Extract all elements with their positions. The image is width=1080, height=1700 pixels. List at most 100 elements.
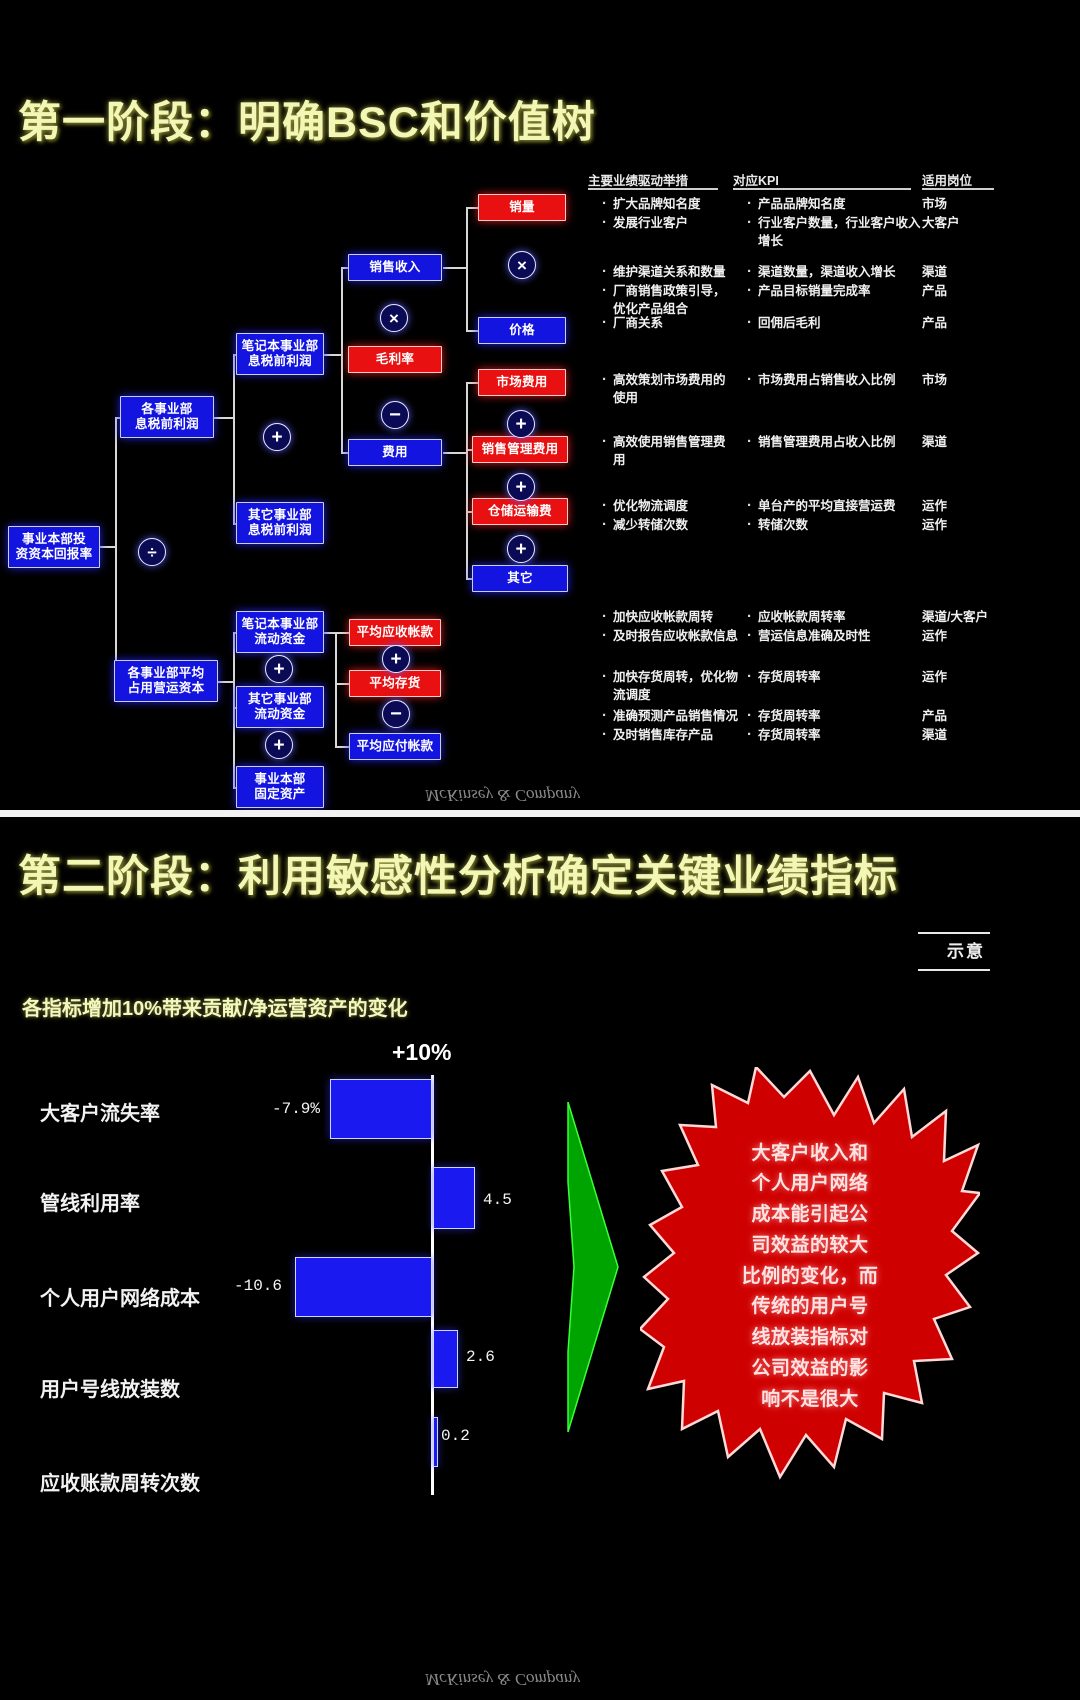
kpi-item: 存货周转率 (745, 705, 935, 726)
operator-multiply-icon: × (508, 251, 536, 279)
table-row: 销售管理费用占收入比例 (745, 431, 935, 453)
bar-category-label: 个人用户网络成本 (40, 1288, 200, 1310)
connector (115, 417, 117, 681)
callout-starburst: 大客户收入和 个人用户网络 成本能引起公 司效益的较大 比例的变化，而 传统的用… (640, 1067, 980, 1487)
driver-item: 及时报告应收帐款信息 (600, 625, 738, 646)
node-volume[interactable]: 销量 (478, 194, 566, 221)
kpi-item: 单台产的平均直接营运费 (745, 495, 935, 516)
node-avg-receivable[interactable]: 平均应收帐款 (349, 619, 441, 646)
operator-plus-icon: + (265, 655, 293, 683)
driver-item: 高效策划市场费用的使用 (600, 369, 728, 408)
bar-value-label: 2.6 (466, 1348, 495, 1366)
page-title-stage-one: 第一阶段：明确BSC和价值树 (18, 99, 596, 147)
bar-segment[interactable] (433, 1330, 458, 1388)
kpi-item: 市场费用占销售收入比例 (745, 369, 935, 390)
role-item: 产品 (922, 709, 948, 723)
operator-plus-icon: + (507, 473, 535, 501)
node-gross-margin[interactable]: 毛利率 (348, 346, 442, 373)
kpi-item: 应收帐款周转率 (745, 606, 935, 627)
table-row: 加快应收帐款周转 及时报告应收帐款信息 (600, 606, 738, 647)
slide-stage-one: 第一阶段：明确BSC和价值树 事业本部投 资资本回报率 各事业部 息税前利润 各… (0, 0, 1080, 810)
callout-text: 大客户收入和 个人用户网络 成本能引起公 司效益的较大 比例的变化，而 传统的用… (640, 1067, 980, 1487)
table-row: 单台产的平均直接营运费 转储次数 (745, 495, 935, 536)
operator-plus-icon: + (507, 410, 535, 438)
operator-plus-icon: + (263, 423, 291, 451)
node-market-cost[interactable]: 市场费用 (478, 369, 566, 396)
bar-value-label: -10.6 (234, 1277, 283, 1295)
node-ebit-all[interactable]: 各事业部 息税前利润 (120, 396, 214, 438)
table-row: 市场费用占销售收入比例 (745, 369, 935, 391)
node-revenue[interactable]: 销售收入 (348, 254, 442, 281)
node-wc-notebook[interactable]: 笔记本事业部 流动资金 (236, 611, 324, 653)
role-item: 产品 (922, 283, 948, 298)
kpi-item: 行业客户数量，行业客户收入增长 (745, 212, 921, 251)
connector (212, 417, 234, 419)
node-wc-other[interactable]: 其它事业部 流动资金 (236, 686, 324, 728)
bar-category-label: 管线利用率 (40, 1193, 140, 1215)
column-header-drivers: 主要业绩驱动举措 (588, 174, 689, 188)
connector (335, 683, 349, 685)
column-rule (588, 188, 718, 190)
node-price[interactable]: 价格 (478, 317, 566, 344)
node-sales-admin-cost[interactable]: 销售管理费用 (472, 436, 568, 463)
connector (466, 330, 480, 332)
kpi-item: 产品目标销量完成率 (745, 280, 921, 301)
bar-value-label: -7.9% (272, 1100, 321, 1118)
slide-stage-two: 第二阶段：利用敏感性分析确定关键业绩指标 示意 各指标增加10%带来贡献/净运营… (0, 817, 1080, 1700)
operator-plus-icon: + (265, 731, 293, 759)
bar-segment[interactable] (295, 1257, 432, 1317)
slide-divider (0, 810, 1080, 817)
driver-item: 扩大品牌知名度 (600, 193, 728, 214)
callout-line: 线放装指标对 (751, 1327, 869, 1349)
table-row: 加快存货周转，优化物流调度 (600, 666, 738, 706)
connector (466, 207, 468, 331)
bar-value-label: 4.5 (483, 1191, 512, 1209)
node-warehouse-cost[interactable]: 仓储运输费 (472, 498, 568, 525)
role-item: 产品 (922, 316, 948, 330)
role-item: 运作 (922, 670, 948, 684)
note-badge: 示意 (947, 942, 985, 961)
driver-item: 减少转储次数 (600, 514, 728, 535)
driver-item: 准确预测产品销售情况 (600, 705, 748, 726)
table-row: 高效使用销售管理费用 (600, 431, 728, 471)
node-ebit-other[interactable]: 其它事业部 息税前利润 (236, 502, 324, 544)
bar-category-label: 应收账款周转次数 (40, 1473, 200, 1495)
kpi-item: 存货周转率 (745, 666, 935, 687)
connector (443, 452, 467, 454)
column-rule (922, 188, 994, 190)
table-row: 维护渠道关系和数量 厂商销售政策引导，优化产品组合 (600, 261, 728, 319)
connector (233, 354, 235, 524)
bar-segment[interactable] (433, 1167, 475, 1229)
driver-item: 维护渠道关系和数量 (600, 261, 728, 282)
callout-line: 传统的用户号 (751, 1296, 869, 1318)
chart-annotation-plus10: +10% (392, 1039, 452, 1065)
operator-divide-icon: ÷ (138, 538, 166, 566)
connector (466, 207, 480, 209)
table-row: 存货周转率 存货周转率 (745, 705, 935, 746)
node-avg-payable[interactable]: 平均应付帐款 (349, 733, 441, 760)
kpi-item: 渠道数量，渠道收入增长 (745, 261, 921, 282)
node-wc-all[interactable]: 各事业部平均 占用营运资本 (114, 660, 218, 702)
driver-item: 加快存货周转，优化物流调度 (600, 666, 738, 705)
node-root[interactable]: 事业本部投 资资本回报率 (8, 526, 100, 568)
role-item: 大客户 (922, 215, 960, 230)
green-arrow-icon (567, 1102, 619, 1432)
table-row: 产品品牌知名度 行业客户数量，行业客户收入增长 (745, 193, 921, 251)
table-row: 应收帐款周转率 营运信息准确及时性 (745, 606, 935, 647)
callout-line: 成本能引起公 (751, 1204, 869, 1226)
bar-category-label: 大客户流失率 (40, 1103, 160, 1125)
bar-segment[interactable] (330, 1079, 432, 1139)
node-other-cost[interactable]: 其它 (472, 565, 568, 592)
role-item: 渠道 (922, 435, 948, 449)
node-fixed-assets[interactable]: 事业本部 固定资产 (236, 766, 324, 808)
node-ebit-notebook[interactable]: 笔记本事业部 息税前利润 (236, 333, 324, 375)
node-expense[interactable]: 费用 (348, 439, 442, 466)
node-avg-inventory[interactable]: 平均存货 (349, 670, 441, 697)
connector (335, 632, 337, 746)
bar-segment[interactable] (433, 1417, 438, 1467)
chart-title: 各指标增加10%带来贡献/净运营资产的变化 (22, 998, 408, 1020)
callout-line: 比例的变化，而 (741, 1265, 879, 1287)
driver-item: 加快应收帐款周转 (600, 606, 738, 627)
kpi-item: 销售管理费用占收入比例 (745, 431, 935, 452)
operator-minus-icon: − (381, 401, 409, 429)
